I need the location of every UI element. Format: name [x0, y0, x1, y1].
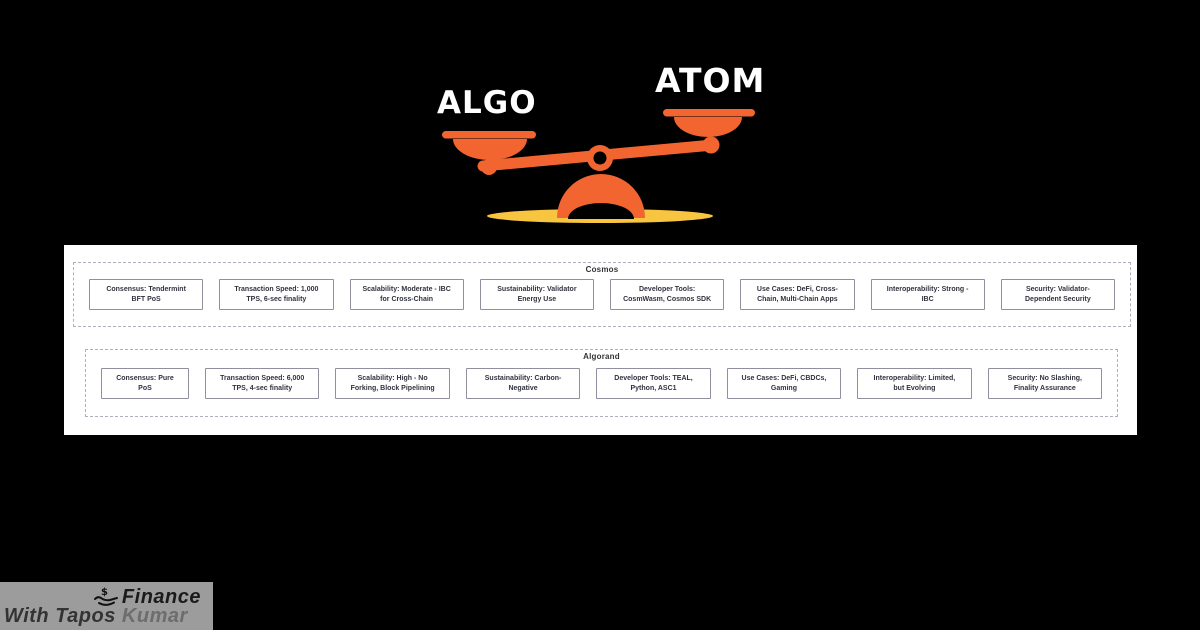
- svg-text:$: $: [101, 587, 108, 598]
- algorand-sustainability-box: Sustainability: Carbon-Negative: [465, 368, 581, 399]
- cosmos-usecases-box: Use Cases: DeFi, Cross-Chain, Multi-Chai…: [740, 279, 855, 310]
- algorand-scalability-box: Scalability: High - No Forking, Block Pi…: [335, 368, 450, 399]
- cosmos-devtools-box: Developer Tools: CosmWasm, Cosmos SDK: [610, 279, 725, 310]
- cosmos-section-title: Cosmos: [585, 265, 619, 274]
- algorand-speed-box: Transaction Speed: 6,000 TPS, 4-sec fina…: [204, 368, 320, 399]
- right-pan-bowl: [674, 117, 742, 137]
- algorand-usecases-box: Use Cases: DeFi, CBDCs, Gaming: [726, 368, 842, 399]
- right-pan-knob: [702, 136, 720, 154]
- left-pan-knob: [481, 159, 497, 175]
- hand-dollar-icon: $: [93, 587, 118, 606]
- atom-label: ATOM: [655, 61, 766, 100]
- algorand-interoperability-box: Interoperability: Limited, but Evolving: [857, 368, 972, 399]
- brand-with-tapos-text: With Tapos: [4, 605, 116, 627]
- brand-kumar-text: Kumar: [121, 605, 188, 627]
- brand-line-finance: $ Finance: [93, 586, 201, 608]
- cosmos-feature-row: Consensus: Tendermint BFT PoS Transactio…: [89, 279, 1115, 310]
- algorand-devtools-box: Developer Tools: TEAL, Python, ASC1: [596, 368, 711, 399]
- brand-finance-text: Finance: [121, 586, 201, 608]
- cosmos-security-box: Security: Validator-Dependent Security: [1000, 279, 1115, 310]
- cosmos-speed-box: Transaction Speed: 1,000 TPS, 6-sec fina…: [219, 279, 334, 310]
- brand-line-author: With Tapos Kumar: [4, 606, 188, 626]
- cosmos-interoperability-box: Interoperability: Strong - IBC: [870, 279, 985, 310]
- branding-watermark: $ Finance With Tapos Kumar: [0, 582, 213, 630]
- algorand-section-title: Algorand: [583, 352, 620, 361]
- algorand-security-box: Security: No Slashing, Finality Assuranc…: [987, 368, 1103, 399]
- algorand-consensus-box: Consensus: Pure PoS: [101, 368, 189, 399]
- scale-pivot-hole: [593, 151, 607, 165]
- algorand-section: Algorand Consensus: Pure PoS Transaction…: [85, 349, 1118, 417]
- left-pan-bowl: [453, 139, 527, 160]
- algorand-feature-row: Consensus: Pure PoS Transaction Speed: 6…: [101, 368, 1103, 399]
- cosmos-sustainability-box: Sustainability: Validator Energy Use: [479, 279, 594, 310]
- comparison-panel: Cosmos Consensus: Tendermint BFT PoS Tra…: [64, 245, 1137, 435]
- right-pan-rim: [663, 109, 755, 117]
- cosmos-scalability-box: Scalability: Moderate - IBC for Cross-Ch…: [349, 279, 464, 310]
- scale-dome: [557, 174, 645, 218]
- cosmos-consensus-box: Consensus: Tendermint BFT PoS: [89, 279, 204, 310]
- cosmos-section: Cosmos Consensus: Tendermint BFT PoS Tra…: [73, 262, 1131, 327]
- algo-label: ALGO: [437, 85, 537, 121]
- balance-scale-illustration: [442, 109, 755, 223]
- scale-dome-arch-cut: [568, 203, 634, 219]
- left-pan-rim: [442, 131, 536, 139]
